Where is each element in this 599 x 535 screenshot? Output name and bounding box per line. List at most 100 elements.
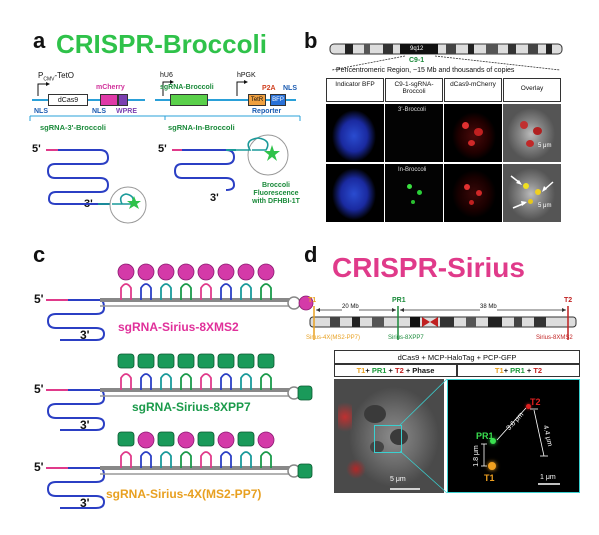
ms2-coat-0-2 bbox=[157, 263, 175, 281]
micro-broccoli-1 bbox=[385, 104, 443, 162]
stem-0-3 bbox=[180, 283, 192, 300]
stem-1-3 bbox=[180, 373, 192, 390]
stem-0-1 bbox=[140, 283, 152, 300]
ms2-coat-2-3 bbox=[177, 431, 195, 449]
hu6-label: hU6 bbox=[160, 72, 173, 79]
panel-a-letter: a bbox=[33, 28, 46, 53]
ms2-coat-0-6 bbox=[237, 263, 255, 281]
ms2-coat-2-1 bbox=[137, 431, 155, 449]
stem-2-3 bbox=[180, 451, 192, 468]
spot-t2 bbox=[526, 404, 531, 409]
spot-t1 bbox=[488, 462, 496, 470]
c-five-prime-2: 5' bbox=[34, 382, 44, 396]
c-five-prime-3: 5' bbox=[34, 460, 44, 474]
t2-marker: T2 bbox=[564, 297, 573, 304]
lower-hairpin-0 bbox=[46, 299, 106, 341]
ms2-coat-0-4 bbox=[197, 263, 215, 281]
dist-38mb: 38 Mb bbox=[480, 303, 497, 311]
micro-bfp-1 bbox=[326, 104, 384, 162]
scale-b1: 5 μm bbox=[538, 143, 552, 149]
a-three-prime-2: 3' bbox=[210, 192, 219, 204]
ms2-coat-2-5 bbox=[217, 431, 235, 449]
a-five-prime-2: 5' bbox=[158, 143, 167, 155]
stem-1-6 bbox=[240, 373, 252, 390]
band-label: 9q12 bbox=[410, 46, 424, 52]
wpre-label: WPRE bbox=[116, 108, 137, 115]
ms2-coat-0-1 bbox=[137, 263, 155, 281]
t1-marker: T1 bbox=[308, 297, 317, 304]
stem-2-5 bbox=[220, 451, 232, 468]
micro-overlay-2 bbox=[503, 164, 561, 222]
nls-mid-label: NLS bbox=[92, 108, 106, 115]
pp7-coat-1-1 bbox=[137, 353, 155, 369]
hpgk-label: hPGK bbox=[237, 72, 256, 79]
c-three-prime-1: 3' bbox=[80, 328, 90, 342]
panel-d-title: CRISPR-Sirius bbox=[332, 252, 525, 283]
micro-mcherry-1 bbox=[444, 104, 502, 162]
micro-overlay-1 bbox=[503, 104, 561, 162]
pp7-coat-1-4 bbox=[197, 353, 215, 369]
a-five-prime-1: 5' bbox=[32, 143, 41, 155]
row2-label: In-Broccoli bbox=[398, 167, 427, 173]
pp7-coat-1-0 bbox=[117, 353, 135, 369]
stem-1-2 bbox=[160, 373, 172, 390]
pp7-coat-2-0 bbox=[117, 431, 135, 447]
lower-hairpin-2 bbox=[46, 467, 106, 509]
spot-pr1 bbox=[490, 438, 496, 444]
scale-b2: 5 μm bbox=[538, 203, 552, 209]
distance-lines bbox=[481, 407, 560, 485]
stem-2-1 bbox=[140, 451, 152, 468]
micro-mcherry-2 bbox=[444, 164, 502, 222]
col-header-broccoli: C9-1-sgRNA-Broccoli bbox=[385, 78, 443, 102]
dist-20mb: 20 Mb bbox=[342, 303, 359, 311]
end-coat-2 bbox=[297, 463, 313, 479]
pp7-coat-1-5 bbox=[217, 353, 235, 369]
variant-in-label: sgRNA-In-Broccoli bbox=[168, 123, 235, 132]
stem-1-0 bbox=[120, 373, 132, 390]
nls-left-label: NLS bbox=[34, 108, 48, 115]
c-three-prime-2: 3' bbox=[80, 418, 90, 432]
locus-label: C9-1 bbox=[409, 57, 425, 64]
pp7-coat-2-2 bbox=[157, 431, 175, 447]
sgrna-broccoli-label: sgRNA-Broccoli bbox=[160, 84, 214, 91]
ms2-coat-0-3 bbox=[177, 263, 195, 281]
pp7-coat-1-7 bbox=[257, 353, 275, 369]
ms2-coat-0-0 bbox=[117, 263, 135, 281]
col-header-overlay: Overlay bbox=[503, 78, 561, 102]
stem-0-0 bbox=[120, 283, 132, 300]
stem-1-4 bbox=[200, 373, 212, 390]
col-header-mcherry: dCas9-mCherry bbox=[444, 78, 502, 102]
stem-1-7 bbox=[260, 373, 272, 390]
fluorescence-note: Broccoli Fluorescence with DFHBI-1T bbox=[252, 182, 300, 205]
stem-0-7 bbox=[260, 283, 272, 300]
pr1-marker: PR1 bbox=[392, 297, 406, 304]
pp7-coat-2-6 bbox=[237, 431, 255, 447]
construct-line: dCas9 + MCP-HaloTag + PCP-GFP bbox=[334, 350, 580, 364]
dcas9-gene: dCas9 bbox=[48, 94, 88, 106]
pp7-coat-1-3 bbox=[177, 353, 195, 369]
sgrna-broccoli-block bbox=[170, 94, 208, 106]
ms2-coat-0-7 bbox=[257, 263, 275, 281]
end-coat-0 bbox=[298, 295, 314, 311]
mcherry-label: mCherry bbox=[96, 84, 125, 91]
label-t1-construct: Sirius-4X(MS2-PP7) bbox=[306, 335, 361, 341]
panel-c-letter: c bbox=[33, 242, 46, 267]
promoter-cmv: PCMV-TetO bbox=[38, 71, 75, 83]
wpre-block bbox=[118, 94, 128, 106]
col-header-bfp: Indicator BFP bbox=[326, 78, 384, 102]
row1-label: 3'-Broccoli bbox=[398, 107, 426, 113]
zoom-t1-label: T1 bbox=[484, 473, 495, 483]
stem-0-5 bbox=[220, 283, 232, 300]
stem-2-0 bbox=[120, 451, 132, 468]
micro-bfp-2 bbox=[326, 164, 384, 222]
stem-0-6 bbox=[240, 283, 252, 300]
overlay-arrows bbox=[510, 175, 554, 209]
right-caption: T1+ PR1 + T2 bbox=[457, 364, 580, 377]
stem-2-6 bbox=[240, 451, 252, 468]
zoom-pr1-label: PR1 bbox=[476, 431, 494, 441]
reporter-label: Reporter bbox=[252, 108, 282, 115]
stem-0-2 bbox=[160, 283, 172, 300]
micro-broccoli-2 bbox=[385, 164, 443, 222]
